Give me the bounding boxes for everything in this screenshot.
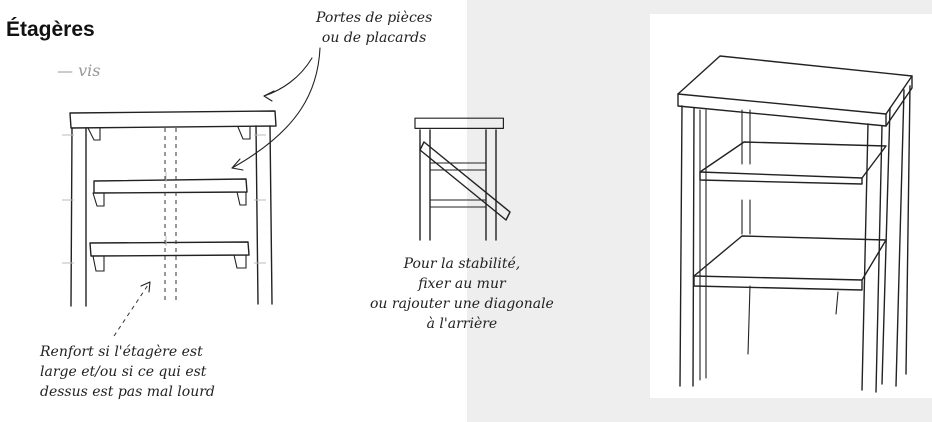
right-upright	[255, 125, 273, 305]
persp-right-upright	[861, 123, 883, 393]
front-view-panel: Étagères — vis Portes de pièces	[0, 0, 467, 422]
persp-left-upright	[679, 105, 695, 387]
center-reinforcement	[164, 128, 177, 302]
side-view-panel	[398, 108, 511, 254]
persp-shelf-2	[693, 235, 887, 281]
side-view-drawing	[414, 117, 511, 241]
perspective-panel	[650, 14, 932, 398]
persp-top-board	[677, 55, 913, 115]
top-board	[69, 110, 277, 129]
reinforcement-arrow	[113, 281, 151, 337]
doors-arrow	[231, 47, 321, 169]
top-arrow	[263, 57, 313, 97]
screw-legend: — vis	[57, 61, 101, 80]
page-title: Étagères	[6, 18, 95, 41]
persp-shelf-1	[699, 141, 887, 179]
doors-note: Portes de pièces ou de placards	[316, 10, 433, 46]
perspective-drawing	[677, 55, 913, 393]
stability-note: Pour la stabilité, fixer au mur ou rajou…	[370, 256, 554, 332]
reinforcement-note: Renfort si l'étagère est large et/ou si …	[40, 344, 215, 400]
front-view-drawing	[62, 47, 321, 337]
diagonal-brace	[419, 141, 511, 221]
shelf-1	[93, 178, 248, 194]
left-upright	[70, 127, 87, 307]
shelf-2	[89, 241, 250, 257]
screw-marks	[62, 134, 266, 264]
